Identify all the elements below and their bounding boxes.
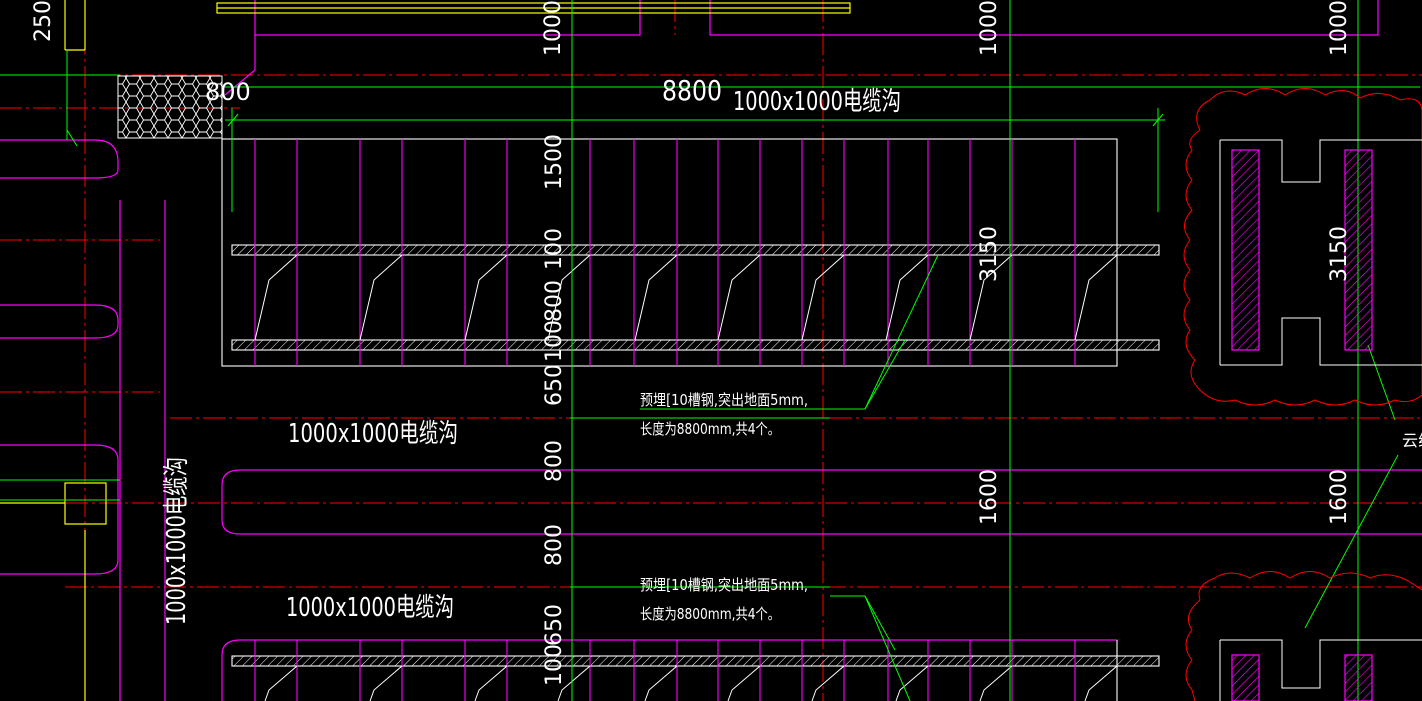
bracket-line bbox=[474, 665, 508, 701]
dim-1500: 1500 bbox=[542, 134, 567, 190]
bracket-line bbox=[547, 254, 591, 341]
dim-1600-a: 1600 bbox=[977, 469, 1002, 525]
bracket-line bbox=[895, 665, 929, 701]
bracket-line bbox=[801, 254, 845, 341]
dim-1000-c: 1000 bbox=[1327, 0, 1352, 56]
cloud-label: 云线 bbox=[1402, 431, 1422, 450]
bracket-line bbox=[1074, 254, 1118, 341]
note1-line1: 预埋[10槽钢,突出地面5mm, bbox=[640, 391, 808, 409]
bracket-line bbox=[979, 665, 1013, 701]
dim-1000-b: 1000 bbox=[977, 0, 1002, 56]
trench-label-mid: 1000x1000电缆沟 bbox=[288, 419, 458, 449]
note2-line2: 长度为8800mm,共4个。 bbox=[640, 605, 780, 623]
bracket-line bbox=[885, 254, 929, 341]
dim-100-c: 100 bbox=[542, 644, 567, 686]
dim-800-c: 800 bbox=[542, 524, 567, 566]
bracket-line bbox=[264, 665, 298, 701]
dim-1000-a: 1000 bbox=[541, 0, 566, 56]
bracket-line bbox=[634, 254, 678, 341]
dim-1600-b: 1600 bbox=[1327, 469, 1352, 525]
note2-line1: 预埋[10槽钢,突出地面5mm, bbox=[640, 576, 808, 594]
dim-3150-a: 3150 bbox=[977, 226, 1002, 282]
bracket-line bbox=[811, 665, 845, 701]
bracket-line bbox=[644, 665, 678, 701]
bracket-line bbox=[727, 665, 761, 701]
dim-800-partial: 800 bbox=[205, 78, 251, 106]
dim-8800: 8800 bbox=[662, 74, 722, 107]
dim-800-a: 800 bbox=[542, 280, 567, 322]
note1-line2: 长度为8800mm,共4个。 bbox=[640, 420, 780, 438]
bracket-line bbox=[969, 254, 1013, 341]
column-outline bbox=[1219, 139, 1422, 701]
dim-100-a: 100 bbox=[542, 228, 567, 270]
trench-label-vertical: 1000x1000电缆沟 bbox=[162, 457, 192, 625]
trench-label-lower: 1000x1000电缆沟 bbox=[286, 593, 454, 623]
dim-650-b: 650 bbox=[542, 604, 567, 646]
bracket-line bbox=[254, 254, 298, 341]
top-left-partial-dim: 250 bbox=[31, 0, 56, 42]
bracket-line bbox=[1084, 665, 1118, 701]
text-labels: 250 8800 800 1000x1000电缆沟 1000x1000电缆沟 1… bbox=[31, 0, 1422, 686]
yellow-elements bbox=[0, 0, 851, 701]
dim-800-b: 800 bbox=[542, 440, 567, 482]
dim-650-a: 650 bbox=[542, 364, 567, 406]
bracket-line bbox=[717, 254, 761, 341]
stirrup-lines bbox=[254, 139, 1076, 366]
bracket-lines-lower bbox=[264, 665, 1118, 701]
bracket-line bbox=[359, 254, 403, 341]
column-sections bbox=[1231, 149, 1373, 701]
bracket-line bbox=[369, 665, 403, 701]
bracket-lines bbox=[254, 254, 1118, 341]
dim-3150-b: 3150 bbox=[1327, 226, 1352, 282]
bracket-line bbox=[557, 665, 591, 701]
trench-section bbox=[221, 138, 1160, 701]
trench-label-top: 1000x1000电缆沟 bbox=[733, 87, 901, 117]
dim-100-b: 100 bbox=[542, 320, 567, 362]
stirrup-lines-lower bbox=[254, 640, 1076, 701]
revision-cloud bbox=[1183, 88, 1422, 701]
bracket-line bbox=[464, 254, 508, 341]
gravel-hatch-block bbox=[117, 75, 223, 139]
